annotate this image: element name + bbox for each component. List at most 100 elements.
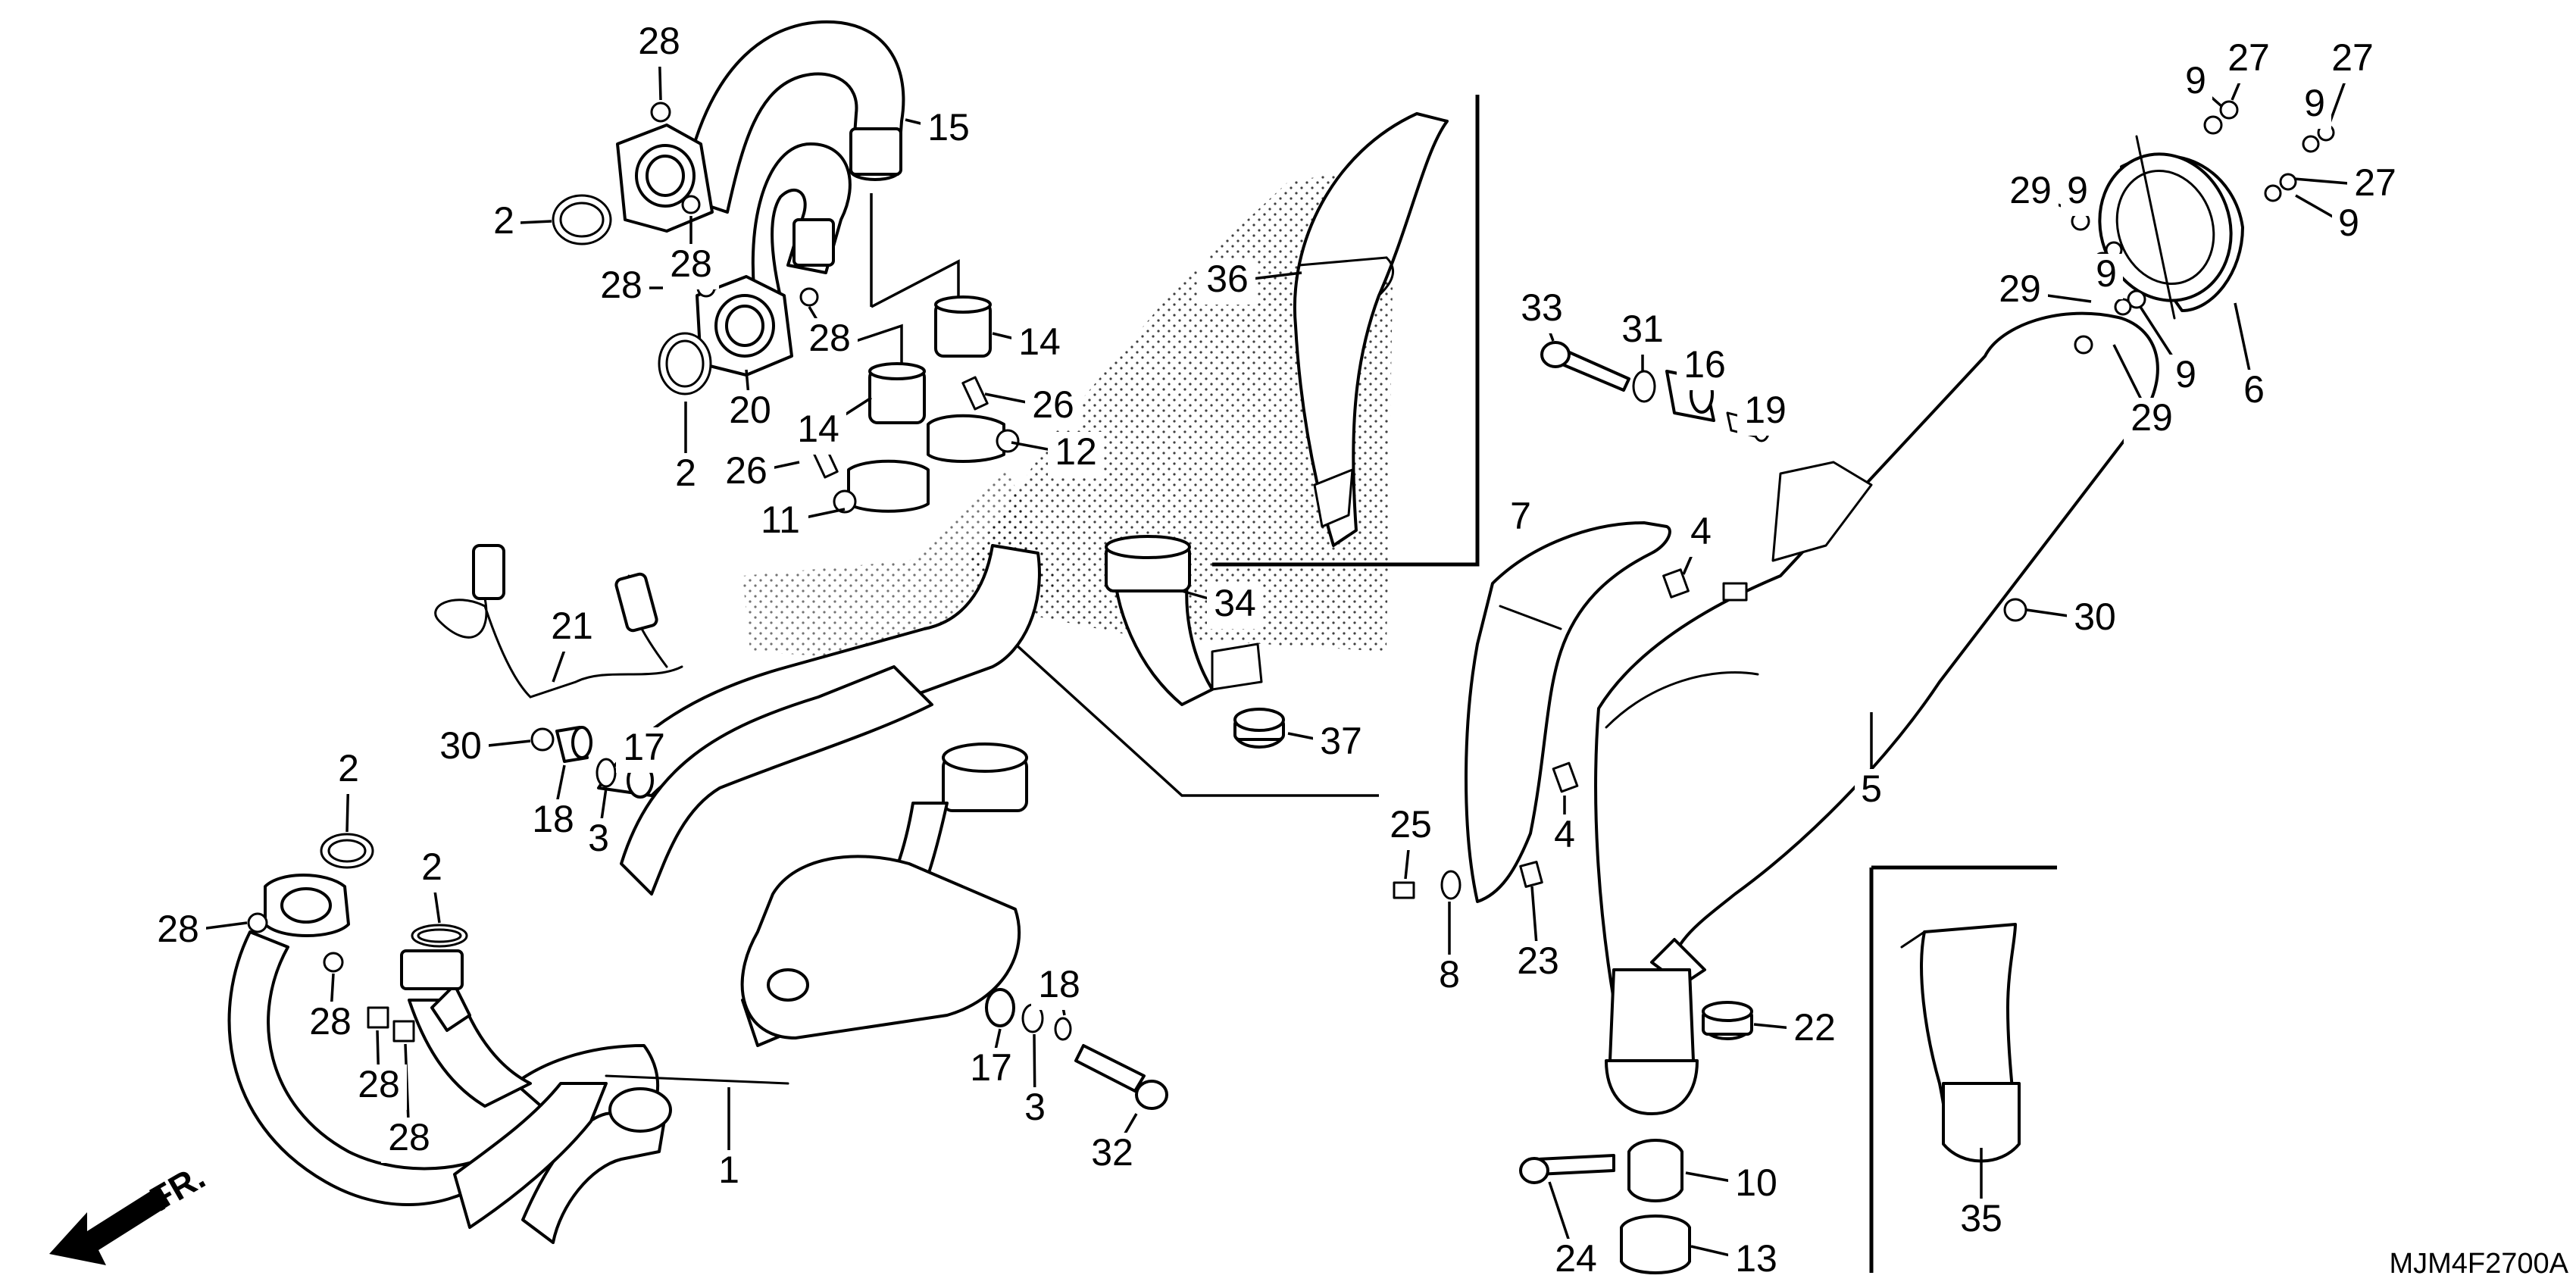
callout-c12: 12 bbox=[1055, 430, 1097, 473]
callout-bg-c4a bbox=[1684, 511, 1718, 557]
callout-c26b: 26 bbox=[725, 449, 767, 492]
callout-bg-c9b bbox=[2298, 83, 2331, 129]
callout-bg-c4b bbox=[1548, 814, 1581, 860]
callout-bg-c30a bbox=[433, 726, 489, 771]
callout-c4a: 4 bbox=[1690, 510, 1712, 552]
callout-bg-c14b bbox=[790, 409, 846, 455]
callout-bg-c29c bbox=[2124, 398, 2180, 443]
inset-detail bbox=[1900, 923, 2021, 1163]
callout-bg-c2c bbox=[332, 749, 365, 794]
exhaust-manifold-assembly bbox=[227, 544, 1041, 1244]
callout-c28f: 28 bbox=[309, 1000, 352, 1043]
callout-c28b: 28 bbox=[670, 242, 712, 285]
callout-bg-c36 bbox=[1199, 259, 1255, 305]
callout-c2d: 2 bbox=[421, 846, 442, 888]
callout-c9b: 9 bbox=[2304, 82, 2325, 124]
callout-bg-c30b bbox=[2067, 597, 2123, 642]
callout-c17b: 17 bbox=[970, 1046, 1012, 1089]
front-direction-arrow: FR. bbox=[49, 1157, 211, 1265]
callout-bg-c3a bbox=[582, 818, 615, 864]
callout-bg-c14a bbox=[1011, 322, 1068, 367]
callout-c4b: 4 bbox=[1554, 813, 1575, 855]
callout-c21: 21 bbox=[551, 605, 593, 647]
callout-bg-c37 bbox=[1313, 721, 1369, 767]
callout-c26a: 26 bbox=[1032, 383, 1074, 426]
callout-bg-c1 bbox=[712, 1150, 746, 1196]
callout-c2b: 2 bbox=[675, 452, 696, 494]
callout-bg-c9e bbox=[2090, 254, 2123, 299]
callout-bg-c28b bbox=[663, 244, 719, 289]
drawing-code: MJM4F2700A bbox=[2389, 1248, 2568, 1280]
callout-c25: 25 bbox=[1390, 803, 1432, 846]
callout-bg-c15 bbox=[921, 108, 977, 153]
callout-bg-c28h bbox=[381, 1118, 437, 1163]
callout-bg-c22 bbox=[1787, 1008, 1843, 1053]
callout-bg-c2a bbox=[487, 201, 521, 246]
callout-c27a: 27 bbox=[2227, 36, 2270, 79]
callout-c1: 1 bbox=[718, 1149, 739, 1191]
callout-c7: 7 bbox=[1510, 495, 1531, 537]
callout-c16: 16 bbox=[1683, 343, 1726, 386]
callout-bg-c18b bbox=[1031, 964, 1087, 1010]
callout-bg-c25 bbox=[1383, 805, 1439, 850]
callout-bg-c9c bbox=[2332, 203, 2365, 249]
callout-c23: 23 bbox=[1517, 939, 1559, 982]
callout-c17a: 17 bbox=[623, 726, 665, 768]
exhaust-flanges bbox=[552, 102, 819, 395]
callout-c29c: 29 bbox=[2131, 396, 2173, 439]
callout-c32: 32 bbox=[1091, 1131, 1133, 1174]
callout-c33: 33 bbox=[1521, 286, 1563, 329]
callout-c6: 6 bbox=[2243, 368, 2265, 411]
callout-bg-c19 bbox=[1737, 390, 1793, 436]
callout-c31: 31 bbox=[1621, 308, 1664, 350]
callout-c29a: 29 bbox=[2009, 169, 2052, 211]
callout-c30b: 30 bbox=[2074, 596, 2116, 638]
callout-c28a: 28 bbox=[638, 20, 680, 62]
callout-c19: 19 bbox=[1744, 389, 1787, 431]
muffler-mount-hardware bbox=[1540, 341, 1771, 442]
callout-bg-c28c bbox=[593, 265, 649, 311]
callout-bg-c9a bbox=[2179, 61, 2212, 106]
callout-c18a: 18 bbox=[532, 798, 574, 840]
callout-bg-c7 bbox=[1504, 496, 1537, 542]
callout-bg-c6 bbox=[2237, 370, 2271, 415]
callout-c28d: 28 bbox=[808, 317, 851, 359]
callout-bg-c23 bbox=[1510, 941, 1566, 986]
heat-shield-side bbox=[1465, 521, 1671, 903]
callout-c27c: 27 bbox=[2354, 161, 2396, 204]
callout-bg-c28g bbox=[351, 1064, 407, 1110]
callout-bg-c11 bbox=[752, 500, 808, 546]
callout-c3b: 3 bbox=[1024, 1086, 1046, 1128]
callout-bg-c9f bbox=[2169, 355, 2202, 400]
callout-c28g: 28 bbox=[358, 1063, 400, 1105]
callout-bg-c27c bbox=[2347, 163, 2403, 208]
callout-bg-c27b bbox=[2324, 38, 2381, 83]
callout-bg-c28e bbox=[150, 909, 206, 955]
muffler-end-cap bbox=[2071, 100, 2335, 355]
callout-c24: 24 bbox=[1555, 1237, 1597, 1280]
callout-c9d: 9 bbox=[2067, 169, 2088, 211]
callout-bg-c9d bbox=[2061, 170, 2094, 216]
callout-bg-c31 bbox=[1615, 309, 1671, 355]
heat-shield-upper bbox=[1293, 112, 1449, 547]
callout-bg-c21 bbox=[544, 606, 600, 652]
callout-bg-c34 bbox=[1207, 583, 1263, 629]
callout-c5: 5 bbox=[1861, 767, 1882, 810]
callout-bg-c2d bbox=[415, 847, 449, 893]
callout-bg-c10 bbox=[1728, 1163, 1784, 1208]
callout-bg-c24 bbox=[1548, 1239, 1604, 1284]
callout-c28c: 28 bbox=[600, 264, 642, 306]
callout-c28h: 28 bbox=[388, 1116, 430, 1158]
callout-bg-c2b bbox=[669, 453, 702, 499]
callout-c27b: 27 bbox=[2331, 36, 2374, 79]
exhaust-pipe-upper bbox=[680, 20, 905, 327]
callout-bg-c18a bbox=[525, 799, 581, 845]
callout-c9a: 9 bbox=[2185, 59, 2206, 102]
callout-c22: 22 bbox=[1793, 1006, 1836, 1049]
callout-bg-c26b bbox=[718, 451, 774, 496]
pipe-with-bracket bbox=[1105, 535, 1285, 749]
left-hardware bbox=[530, 726, 1168, 1110]
callout-bg-c17b bbox=[963, 1048, 1019, 1093]
muffler bbox=[1594, 311, 2159, 1115]
